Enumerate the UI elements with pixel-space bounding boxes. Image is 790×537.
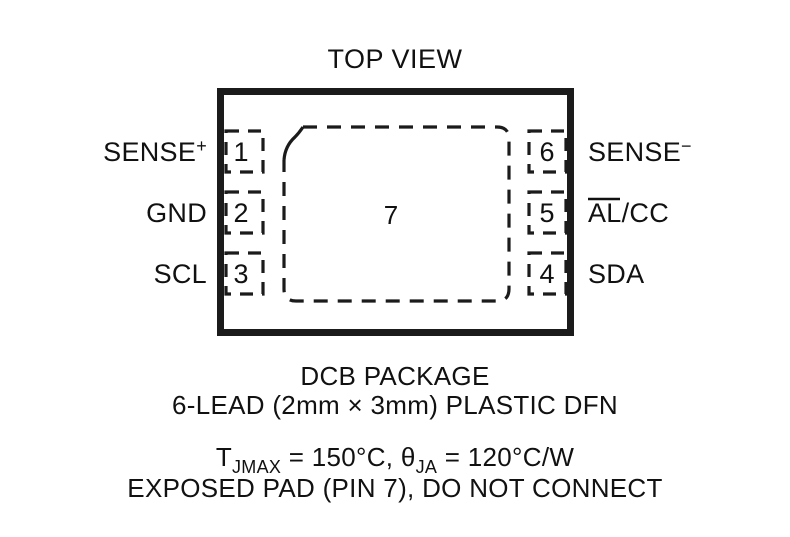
diagram-title: TOP VIEW	[327, 44, 462, 74]
caption-block: DCB PACKAGE 6-LEAD (2mm × 3mm) PLASTIC D…	[127, 361, 662, 503]
pin-label-scl: SCL	[154, 259, 207, 289]
exposed-pad-outline: 7	[282, 125, 511, 303]
pin-label-al-cc: AL/CC	[588, 197, 669, 228]
pin-number-3: 3	[233, 259, 248, 289]
svg-text:AL/CC: AL/CC	[588, 198, 669, 228]
pin-box-5: 5	[527, 189, 574, 236]
pin-box-3: 3	[217, 250, 265, 297]
pin-number-2: 2	[233, 198, 248, 228]
pin-number-4: 4	[539, 259, 554, 289]
pin-number-1: 1	[233, 137, 248, 167]
exposed-pad-number: 7	[384, 200, 398, 230]
pin-labels-left: SENSE+ GND SCL	[103, 136, 207, 289]
pin-number-6: 6	[539, 137, 554, 167]
pin-box-2: 2	[217, 189, 265, 236]
pin-group-left: 1 2 3	[217, 128, 265, 297]
cc-text: /CC	[622, 198, 669, 228]
caption-thermal-specs: TJMAX = 150°C, θJA = 120°C/W	[216, 442, 575, 477]
pin-label-sense-plus: SENSE+	[103, 136, 207, 167]
tjmax-symbol: T	[216, 442, 232, 472]
pin-box-1: 1	[217, 128, 265, 175]
pin-number-5: 5	[539, 198, 554, 228]
caption-package-desc: 6-LEAD (2mm × 3mm) PLASTIC DFN	[172, 390, 618, 420]
pin-labels-right: SENSE− AL/CC SDA	[588, 136, 692, 289]
pin-box-6: 6	[527, 128, 574, 175]
tjmax-value: = 150°C,	[281, 442, 401, 472]
theta-subscript: JA	[416, 457, 438, 477]
pin-label-sense-minus: SENSE−	[588, 136, 692, 167]
pin-label-sda: SDA	[588, 259, 644, 289]
pin-box-4: 4	[527, 250, 574, 297]
theta-value: = 120°C/W	[437, 442, 574, 472]
theta-symbol: θ	[401, 442, 416, 472]
tjmax-subscript: JMAX	[232, 457, 281, 477]
caption-exposed-pad-note: EXPOSED PAD (PIN 7), DO NOT CONNECT	[127, 473, 662, 503]
pin-group-right: 6 5 4	[527, 128, 574, 297]
pin-label-gnd: GND	[146, 198, 207, 228]
al-barred-text: AL	[588, 198, 622, 228]
caption-package-name: DCB PACKAGE	[300, 361, 489, 391]
